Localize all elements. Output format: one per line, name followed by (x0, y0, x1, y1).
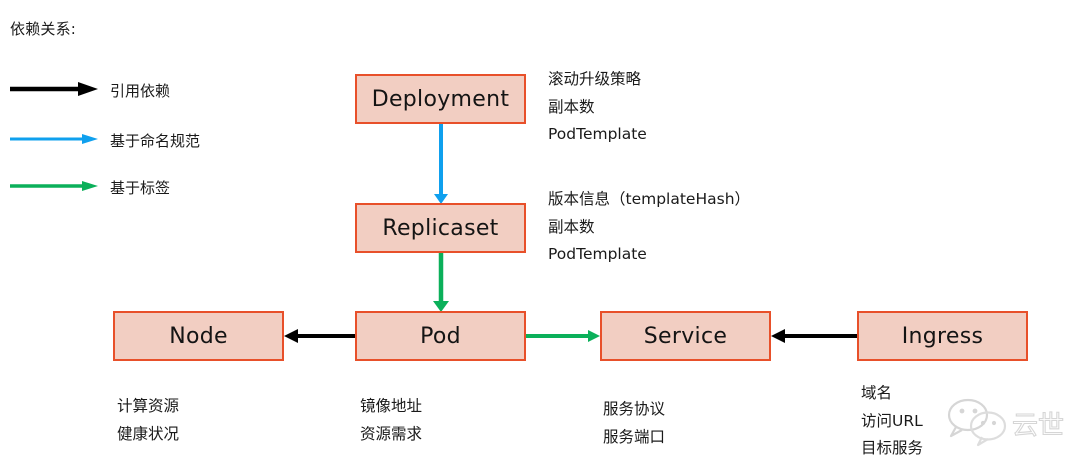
legend-label-naming-convention: 基于命名规范 (110, 132, 201, 150)
node-box-replicaset[interactable]: Replicaset (355, 203, 526, 253)
watermark-text: 云世 (1012, 411, 1064, 441)
edge-replicaset-to-pod (433, 253, 449, 312)
node-box-service[interactable]: Service (600, 311, 771, 361)
legend-arrow-reference-dependency (8, 78, 103, 104)
node-box-pod[interactable]: Pod (355, 311, 526, 361)
diagram-title: 依赖关系: (10, 20, 77, 38)
annotation-service: 服务协议 服务端口 (603, 400, 666, 446)
edge-ingress-to-service (771, 329, 857, 343)
annotation-ingress: 域名 访问URL 目标服务 (861, 384, 924, 457)
node-box-node[interactable]: Node (113, 311, 284, 361)
legend-arrow-naming-convention (8, 128, 103, 154)
annotation-replicaset: 版本信息（templateHash） 副本数 PodTemplate (548, 190, 751, 263)
annotation-pod: 镜像地址 资源需求 (360, 397, 423, 443)
legend-label-reference-dependency: 引用依赖 (110, 82, 171, 100)
node-box-deployment[interactable]: Deployment (355, 74, 526, 124)
legend-label-label-based: 基于标签 (110, 179, 171, 197)
edge-pod-to-node (284, 329, 355, 343)
watermark: 云世 (938, 393, 1078, 453)
edge-pod-to-service (526, 330, 600, 342)
edge-deployment-to-replicaset (434, 124, 448, 204)
annotation-node: 计算资源 健康状况 (117, 397, 180, 443)
legend-arrow-label-based (8, 175, 103, 201)
node-box-ingress[interactable]: Ingress (857, 311, 1028, 361)
wechat-logo-icon (947, 398, 1007, 447)
wechat-logo-dots (959, 408, 997, 426)
annotation-deployment: 滚动升级策略 副本数 PodTemplate (548, 70, 647, 143)
